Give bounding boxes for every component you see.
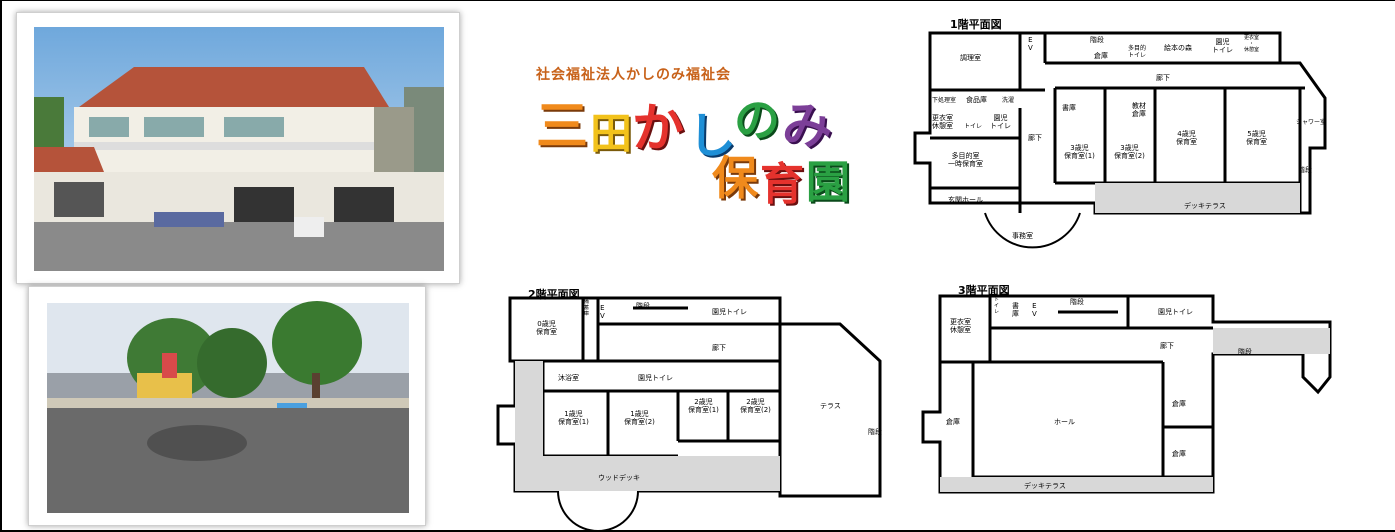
floor2-plan [496, 296, 882, 532]
f2-wood-deck: ウッドデッキ [598, 474, 640, 482]
f1-age3-1: 3歳児 保育室(1) [1064, 144, 1095, 161]
logo-char-5: の [734, 93, 780, 147]
f2-age2-1: 2歳児 保育室(1) [688, 398, 719, 415]
f1-storage-b: 書庫 [1062, 104, 1076, 112]
f1-hallway: 廊下 [1156, 74, 1170, 82]
f3-storage: 書 庫 [1012, 302, 1019, 319]
f1-age4: 4歳児 保育室 [1176, 130, 1197, 147]
f3-ev: E V [1032, 302, 1037, 319]
logo-char-7: 保 [712, 151, 758, 205]
f2-kids-toilet-2: 園児トイレ [638, 374, 673, 382]
f2-age0: 0歳児 保育室 [536, 320, 557, 337]
f2-terrace: テラス [820, 402, 841, 410]
logo-char-2: 田 [590, 109, 633, 158]
f2-age2-2: 2歳児 保育室(2) [740, 398, 771, 415]
f3-deck: デッキテラス [1024, 482, 1066, 490]
f1-stairs-2: 階段 [1298, 166, 1312, 174]
playground-photo-card [28, 286, 426, 526]
f3-storage-r1: 倉庫 [1172, 400, 1186, 408]
f1-kids-toilet-2: 園児 トイレ [990, 114, 1011, 131]
logo-char-6: み [782, 97, 832, 155]
f3-stairs: 階段 [1070, 298, 1084, 306]
f1-kids-toilet: 園児 トイレ [1212, 38, 1233, 55]
f1-age5: 5歳児 保育室 [1246, 130, 1267, 147]
playground-photo [47, 301, 409, 513]
floor1-title: 1階平面図 [950, 18, 1002, 31]
f2-storage: 備 蓄 庫 [584, 299, 590, 317]
f1-age3-2: 3歳児 保育室(2) [1114, 144, 1145, 161]
f1-cleaning: 下処理室 [932, 97, 957, 104]
f1-deck: デッキテラス [1184, 202, 1226, 210]
f1-office: 事務室 [1012, 232, 1033, 240]
f3-storage-left: 倉庫 [946, 418, 960, 426]
f2-stairs: 階段 [636, 302, 650, 310]
f1-kitchen: 調理室 [960, 54, 981, 62]
f3-toilet: ト イ レ [994, 297, 1000, 315]
f2-stairs-2: 階段 [868, 428, 882, 436]
f1-changing-top: 更衣室 ・ 休憩室 [1244, 35, 1260, 53]
f1-ev: E V [1028, 36, 1033, 53]
logo-char-1: 三 [536, 97, 589, 157]
f3-hall: ホール [1054, 418, 1075, 426]
logo-char-8: 育 [760, 159, 804, 210]
f1-food-store: 食品庫 [966, 96, 987, 104]
f1-picture-books: 絵本の森 [1164, 44, 1192, 52]
f1-toilet: トイレ [964, 123, 983, 130]
f2-age1-1: 1歳児 保育室(1) [558, 410, 589, 427]
f2-hallway: 廊下 [712, 344, 726, 352]
floor3-plan [921, 294, 1332, 494]
f3-kids-toilet: 園児トイレ [1158, 308, 1193, 316]
f3-storage-r2: 倉庫 [1172, 450, 1186, 458]
f1-entrance: 玄関ホール [948, 196, 983, 204]
f1-shower: シャワー室 [1296, 119, 1327, 126]
f3-hallway: 廊下 [1160, 342, 1174, 350]
f1-materials: 教材 倉庫 [1132, 102, 1146, 119]
org-name: 社会福祉法人かしのみ福祉会 [536, 67, 731, 83]
floor1-plan [913, 31, 1327, 249]
f3-changing: 更衣室 休憩室 [950, 318, 971, 335]
f1-washing: 洗濯 [1002, 97, 1015, 104]
f1-hallway-2: 廊下 [1028, 134, 1042, 142]
f1-storage-a: 倉庫 [1094, 52, 1108, 60]
f1-multi-toilet: 多目的 トイレ [1128, 45, 1147, 59]
floor3-title: 3階平面図 [958, 284, 1010, 297]
logo-char-3: か [632, 99, 685, 159]
f2-ev: E V [600, 304, 605, 321]
f2-age1-2: 1歳児 保育室(2) [624, 410, 655, 427]
f1-changing: 更衣室 休憩室 [932, 114, 953, 131]
building-photo-card [16, 12, 460, 284]
f2-kids-toilet: 園児トイレ [712, 308, 747, 316]
f3-stairs-2: 階段 [1238, 348, 1252, 356]
f1-multipurpose: 多目的室 一時保育室 [948, 152, 983, 169]
building-photo [34, 27, 444, 271]
logo-char-9: 園 [806, 157, 850, 208]
f1-stairs: 階段 [1090, 36, 1104, 44]
f2-bath: 沐浴室 [558, 374, 579, 382]
logo-char-4: し [688, 108, 737, 164]
